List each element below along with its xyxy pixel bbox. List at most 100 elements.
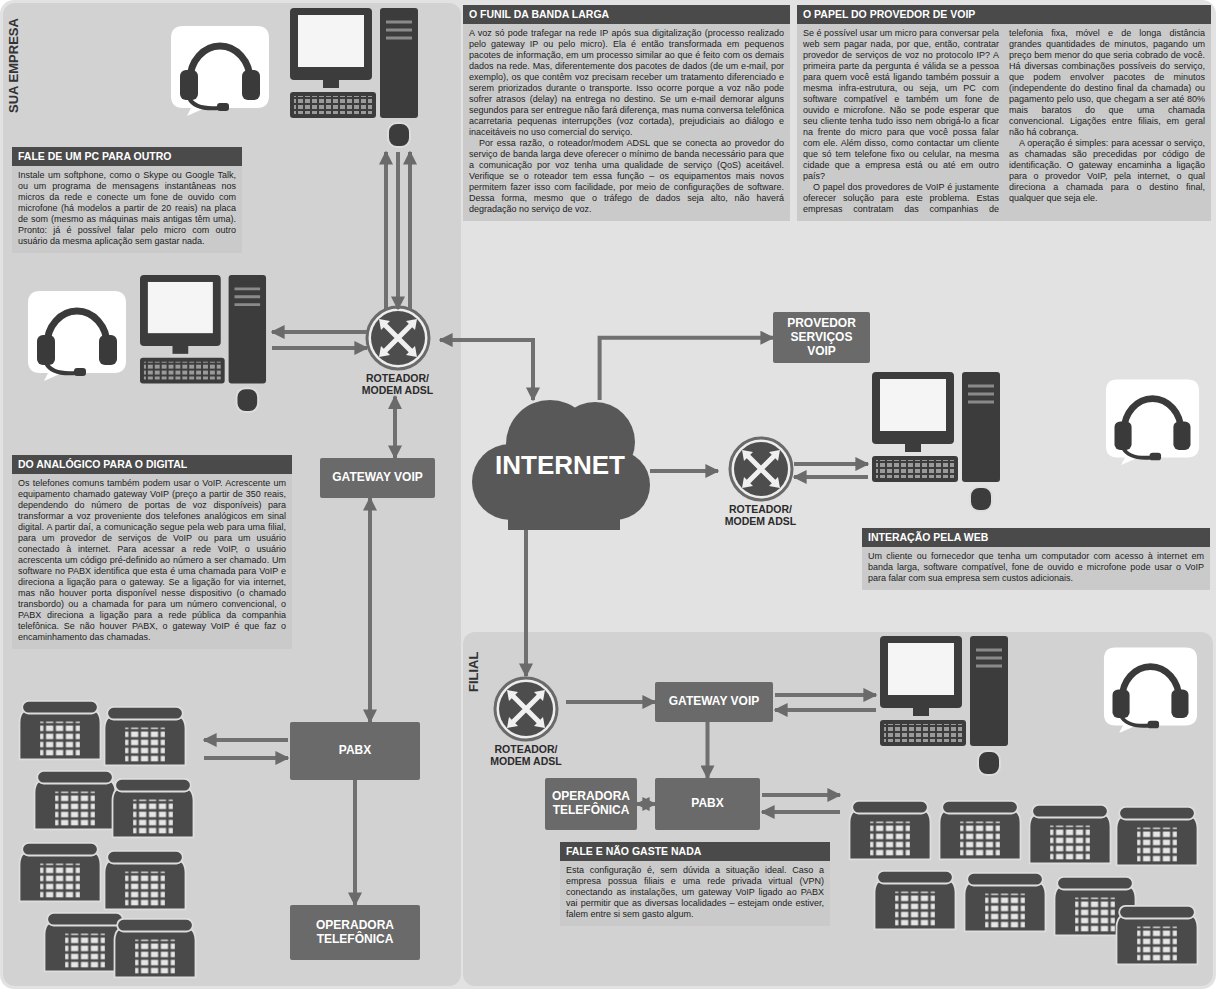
wire (775, 708, 876, 712)
headset (1104, 648, 1197, 734)
computer (290, 8, 418, 147)
box-body: Um cliente ou fornecedor que tenha um co… (862, 551, 1210, 584)
link-arrow (706, 722, 710, 778)
box-body: Se é possível usar um micro para convers… (803, 28, 999, 182)
text-box: DO ANALÓGICO PARA O DIGITAL Os telefones … (12, 455, 292, 649)
router-node: ROTEADOR/ MODEM ADSL (486, 676, 566, 768)
link-arrow (353, 780, 357, 905)
box-heading: INTERAÇÃO PELA WEB (862, 528, 1210, 547)
device-label: OPERADORA TELEFÔNICA (549, 790, 633, 818)
device-box: GATEWAY VOIP (655, 682, 773, 722)
link-arrow (600, 338, 773, 400)
column-body: Se é possível usar um micro para convers… (797, 24, 1211, 214)
wire (204, 738, 288, 742)
region-label: SUA EMPRESA (6, 18, 22, 113)
box-heading: DO ANALÓGICO PARA O DIGITAL (12, 455, 292, 474)
router-label: ROTEADOR/ MODEM ADSL (718, 504, 803, 528)
router-label: ROTEADOR/ MODEM ADSL (486, 744, 566, 768)
box-heading: O PAPEL DO PROVEDOR DE VOIP (797, 5, 1211, 24)
phone (20, 701, 101, 760)
device-label: OPERADORA TELEFÔNICA (294, 919, 416, 947)
wire (775, 693, 876, 697)
router-icon (365, 305, 431, 371)
device-label: GATEWAY VOIP (332, 471, 422, 485)
wire (272, 330, 367, 334)
device-label: PABX (691, 797, 723, 811)
headset (171, 26, 269, 116)
link-arrow (393, 397, 397, 459)
box-body: A operação é simples: para acessar o ser… (1009, 138, 1205, 204)
device-box: GATEWAY VOIP (320, 458, 435, 498)
device-label: PROVEDOR SERVIÇOS VOIP (777, 317, 866, 358)
link-arrow (637, 802, 655, 806)
box-body: Esta configuração é, sem dúvida a situaç… (560, 865, 830, 920)
wire (794, 475, 868, 479)
device-box: OPERADORA TELEFÔNICA (290, 905, 420, 960)
wire (762, 793, 840, 797)
phone (965, 873, 1046, 932)
box-body: Por essa razão, o roteador/modem ADSL qu… (463, 138, 790, 215)
phone (875, 871, 956, 930)
region-label: FILIAL (466, 652, 482, 692)
headset (28, 291, 126, 381)
computer (880, 636, 1008, 775)
device-label: PABX (339, 744, 371, 758)
text-box: INTERAÇÃO PELA WEB Um cliente ou forneced… (862, 528, 1210, 590)
device-box: PABX (290, 722, 420, 780)
box-heading: O FUNIL DA BANDA LARGA (463, 5, 790, 24)
phone (850, 801, 931, 860)
text-box: FALE DE UM PC PARA OUTRO Instale um softp… (12, 147, 242, 253)
wire (384, 152, 388, 309)
headset (1106, 380, 1199, 466)
phone (115, 919, 196, 978)
phone (1117, 906, 1198, 965)
wire (272, 346, 367, 350)
phone (35, 771, 116, 830)
link-arrow (524, 530, 528, 676)
box-heading: FALE DE UM PC PARA OUTRO (12, 147, 242, 166)
box-body: Os telefones comuns também podem usar o … (12, 478, 292, 643)
phone (105, 851, 186, 910)
wire (204, 756, 288, 760)
router-label: ROTEADOR/ MODEM ADSL (355, 373, 440, 397)
device-box: OPERADORA TELEFÔNICA (545, 778, 637, 830)
text-box: FALE E NÃO GASTE NADA Esta configuração é… (560, 842, 830, 926)
region-panel: FALE DE UM PC PARA OUTRO Instale um softp… (3, 3, 461, 986)
phone (113, 779, 194, 838)
link-arrow (368, 498, 372, 722)
headsets (28, 26, 1199, 733)
computers (140, 8, 1008, 775)
phones (20, 701, 1198, 978)
device-label: GATEWAY VOIP (669, 695, 759, 709)
text-box: O PAPEL DO PROVEDOR DE VOIP Se é possível… (797, 5, 1211, 221)
text-box: O FUNIL DA BANDA LARGA A voz só pode traf… (463, 5, 790, 221)
box-body: A voz só pode trafegar na rede IP após s… (463, 28, 790, 138)
phone (1030, 805, 1111, 864)
device-wires (204, 152, 876, 812)
box-body: Instale um softphone, como o Skype ou Go… (12, 170, 242, 247)
wire (762, 810, 840, 814)
wire (396, 152, 400, 309)
cloud-label: INTERNET (495, 450, 625, 481)
phone (1117, 807, 1198, 866)
router-icon (728, 436, 794, 502)
phone (45, 913, 126, 972)
link-arrow (566, 700, 655, 704)
link-arrow (650, 469, 718, 473)
phone (105, 707, 186, 766)
phone (20, 843, 101, 902)
computer (872, 372, 1000, 511)
device-box: PABX (655, 778, 760, 830)
computer (140, 275, 266, 412)
link-arrow (440, 340, 533, 400)
router-icon (493, 676, 559, 742)
internet-cloud: INTERNET (470, 400, 650, 530)
phone (940, 801, 1021, 860)
wire (408, 152, 412, 309)
device-box: PROVEDOR SERVIÇOS VOIP (773, 312, 870, 363)
router-node: ROTEADOR/ MODEM ADSL (355, 305, 440, 397)
wire (794, 462, 868, 466)
box-heading: FALE E NÃO GASTE NADA (560, 842, 830, 861)
router-node: ROTEADOR/ MODEM ADSL (718, 436, 803, 528)
